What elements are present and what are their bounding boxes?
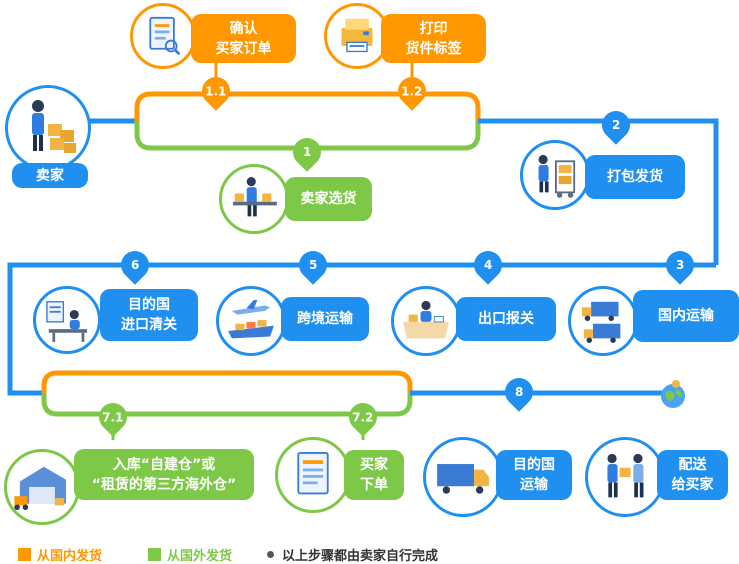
- label-printer-icon: [341, 18, 373, 53]
- seller-boxes-icon: [32, 100, 76, 153]
- export-customs-icon: [403, 300, 449, 339]
- step-6-label: 目的国 进口清关: [100, 289, 198, 341]
- step-7-1-label: 入库“自建仓”或 “租赁的第三方海外仓”: [74, 449, 254, 500]
- delivery-circle: [585, 437, 665, 517]
- delivery-label: 配送 给买家: [657, 450, 728, 500]
- step-6-circle: [33, 286, 101, 354]
- legend-orange-swatch: [18, 547, 31, 561]
- step-3-label: 国内运输: [633, 290, 739, 342]
- destination-truck-icon: [437, 464, 489, 494]
- delivery-handover-icon: [607, 453, 644, 498]
- step-7-2-label: 买家 下单: [344, 450, 404, 500]
- pack-ship-icon: [538, 154, 576, 198]
- step-1-1-circle: [130, 3, 196, 69]
- step-4-circle: [391, 286, 461, 356]
- globe-icon: [661, 380, 685, 408]
- step-4-label: 出口报关: [456, 297, 556, 341]
- step-5-circle: [216, 286, 286, 356]
- bullet-dot: [267, 550, 274, 558]
- step-2-label: 打包发货: [585, 155, 685, 199]
- legend-green-swatch: [148, 547, 161, 561]
- step-7-2-circle: [275, 437, 351, 513]
- step-8-label: 目的国 运输: [496, 450, 572, 500]
- step-2-circle: [520, 140, 590, 210]
- import-clearance-icon: [46, 301, 88, 342]
- order-checklist-icon: [149, 16, 181, 56]
- legend-domestic: 从国内发货: [18, 544, 102, 564]
- step-5-label: 跨境运输: [281, 297, 369, 341]
- domestic-trucks-icon: [581, 301, 621, 343]
- step-1-circle: [219, 164, 289, 234]
- step-1-2-circle: [324, 3, 390, 69]
- step-1-2-label: 打印 货件标签: [381, 14, 486, 63]
- picking-goods-icon: [232, 177, 277, 217]
- step-1-1-label: 确认 买家订单: [191, 14, 296, 63]
- warehouse-icon: [14, 466, 66, 511]
- seller-label: 卖家: [12, 163, 88, 188]
- step-8-circle: [423, 437, 503, 517]
- step-7-1-circle: [4, 449, 80, 525]
- seller-node: [5, 85, 91, 171]
- plane-ship-icon: [228, 299, 274, 339]
- legend-note: 以上步骤都由卖家自行完成: [267, 544, 438, 564]
- step-3-circle: [568, 286, 638, 356]
- buyer-order-icon: [297, 451, 329, 495]
- step-1-label: 卖家选货: [285, 177, 372, 221]
- legend-overseas: 从国外发货: [148, 544, 232, 564]
